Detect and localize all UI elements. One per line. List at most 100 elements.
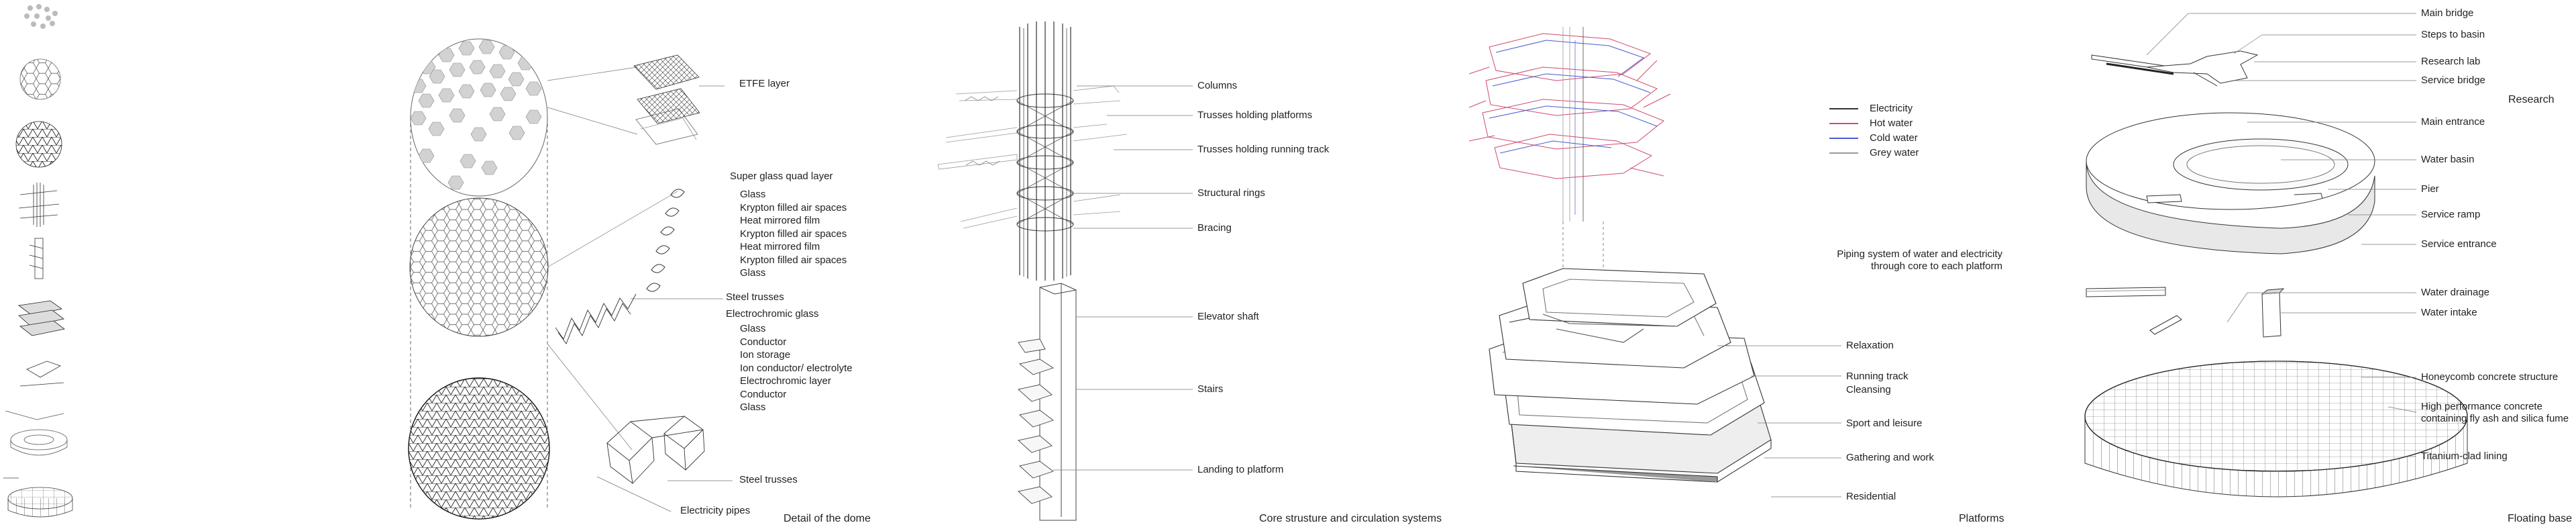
- etfe-layer-mesh: [633, 54, 700, 145]
- label-steel-trusses-top: Steel trusses: [726, 291, 784, 303]
- platforms-leader-lines: [1717, 345, 1841, 497]
- label-research-lab: Research lab: [2421, 56, 2481, 67]
- dome-etfe-sphere: [410, 38, 548, 197]
- legend-cold-water: Cold water: [1870, 132, 1918, 144]
- research-bridge: [2091, 50, 2259, 87]
- label-core-elevator-shaft: Elevator shaft: [1197, 311, 1259, 322]
- list-quad-layers: Glass Krypton filled air spaces Heat mir…: [740, 188, 847, 280]
- label-hp-concrete-line2: containing fly ash and silica fume: [2421, 413, 2569, 424]
- electro-layer-item: Ion storage: [740, 349, 791, 361]
- core-elevator-shaft: [1039, 283, 1077, 521]
- label-cleansing: Cleansing: [1846, 384, 1891, 395]
- panel-research-drawing: [2086, 13, 2416, 254]
- thumbnail-strip: [3, 4, 73, 518]
- label-core-stairs: Stairs: [1197, 383, 1224, 395]
- legend-hot-water: Hot water: [1870, 117, 1913, 129]
- dome-leader-lines: [547, 66, 733, 512]
- caption-platforms: Platforms: [1959, 513, 2004, 524]
- panel-dome-drawing: [408, 38, 733, 520]
- legend-grey-water: Grey water: [1870, 147, 1919, 158]
- thumb-core-stairs: [29, 238, 44, 279]
- electro-layer-item: Electrochromic layer: [740, 375, 831, 387]
- thumb-research: [5, 410, 68, 456]
- label-running-track: Running track: [1846, 371, 1909, 382]
- electro-layer-item: Ion conductor/ electrolyte: [740, 362, 853, 374]
- label-service-entrance: Service entrance: [2421, 238, 2497, 250]
- label-electricity-pipes: Electricity pipes: [680, 505, 751, 516]
- label-water-basin: Water basin: [2421, 154, 2475, 165]
- quad-layer-item: Krypton filled air spaces: [740, 254, 847, 266]
- label-titanium-lining: Titanium-clad lining: [2421, 450, 2508, 462]
- thumb-bridge: [19, 361, 64, 387]
- label-water-intake: Water intake: [2421, 307, 2477, 318]
- dome-triangle-sphere: [408, 377, 550, 520]
- core-trusses: [937, 85, 1128, 229]
- quad-layer-item: Krypton filled air spaces: [740, 228, 847, 240]
- label-sport-leisure: Sport and leisure: [1846, 418, 1923, 429]
- electro-layer-item: Conductor: [740, 336, 787, 348]
- research-ring: [2086, 112, 2375, 254]
- label-residential: Residential: [1846, 491, 1896, 502]
- core-bracing: [1016, 100, 1074, 225]
- label-steel-trusses-bottom: Steel trusses: [739, 474, 798, 485]
- quad-layer-item: Heat mirrored film: [740, 241, 820, 252]
- label-core-landing: Landing to platform: [1197, 464, 1284, 475]
- label-core-bracing: Bracing: [1197, 222, 1232, 234]
- electro-layer-item: Glass: [740, 401, 766, 413]
- piping-note-line1: Piping system of water and electricity: [1837, 248, 2002, 260]
- caption-floating-base: Floating base: [2508, 513, 2573, 524]
- thumb-core-columns: [18, 183, 60, 227]
- piping-note-line2: through core to each platform: [1871, 260, 2002, 272]
- label-pier: Pier: [2421, 183, 2439, 195]
- label-etfe-layer: ETFE layer: [739, 78, 790, 89]
- label-honeycomb: Honeycomb concrete structure: [2421, 371, 2559, 383]
- thumb-dome-tri: [15, 121, 62, 168]
- research-leader-lines: [2146, 13, 2416, 245]
- label-core-columns: Columns: [1197, 80, 1238, 91]
- electro-layer-item: Glass: [740, 323, 766, 334]
- label-gathering-work: Gathering and work: [1846, 452, 1934, 463]
- quad-layer-item: Glass: [740, 189, 766, 200]
- label-main-bridge: Main bridge: [2421, 7, 2474, 19]
- quad-glass-pieces: [646, 189, 685, 292]
- title-research: Research: [2508, 94, 2555, 105]
- core-leader-lines: [1053, 85, 1193, 471]
- label-relaxation: Relaxation: [1846, 340, 1894, 351]
- thumb-base: [3, 477, 73, 518]
- list-electrochromic-layers: Glass Conductor Ion storage Ion conducto…: [740, 322, 853, 414]
- label-core-trusses-track: Trusses holding running track: [1197, 144, 1330, 155]
- quad-layer-item: Krypton filled air spaces: [740, 201, 847, 213]
- platform-stack: [1489, 268, 1772, 483]
- legend-electricity: Electricity: [1870, 103, 1913, 114]
- label-steps-to-basin: Steps to basin: [2421, 29, 2485, 40]
- quad-layer-item: Glass: [740, 267, 766, 279]
- core-columns: [1019, 21, 1071, 281]
- legend-swatches: [1829, 108, 1858, 154]
- label-electrochromic-title: Electrochromic glass: [726, 308, 819, 320]
- electrochromic-zigzag: [555, 293, 637, 344]
- label-core-structural-rings: Structural rings: [1197, 187, 1265, 199]
- quad-layer-item: Heat mirrored film: [740, 215, 820, 226]
- core-stairs: [1018, 338, 1055, 504]
- label-water-drainage: Water drainage: [2421, 287, 2489, 298]
- base-drainage-intake: [2086, 287, 2285, 338]
- dome-hex-sphere: [409, 197, 549, 337]
- steel-truss-pieces: [606, 416, 705, 485]
- label-service-bridge: Service bridge: [2421, 75, 2485, 86]
- label-service-ramp: Service ramp: [2421, 209, 2481, 220]
- base-leader-lines: [2226, 292, 2417, 457]
- piping-system: [1468, 27, 1671, 222]
- label-hp-concrete-line1: High performance concrete: [2421, 401, 2542, 412]
- label-core-trusses-platforms: Trusses holding platforms: [1197, 109, 1313, 121]
- thumb-dome-hex: [19, 58, 61, 100]
- caption-dome: Detail of the dome: [784, 513, 871, 524]
- panel-core-drawing: [937, 21, 1193, 521]
- thumb-platforms: [17, 300, 65, 336]
- label-quad-layer-title: Super glass quad layer: [730, 171, 833, 182]
- electro-layer-item: Conductor: [740, 388, 787, 400]
- base-disc: [2084, 361, 2468, 497]
- label-main-entrance: Main entrance: [2421, 116, 2485, 128]
- panel-base-drawing: [2084, 287, 2468, 497]
- thumb-dome-etfe: [24, 4, 58, 29]
